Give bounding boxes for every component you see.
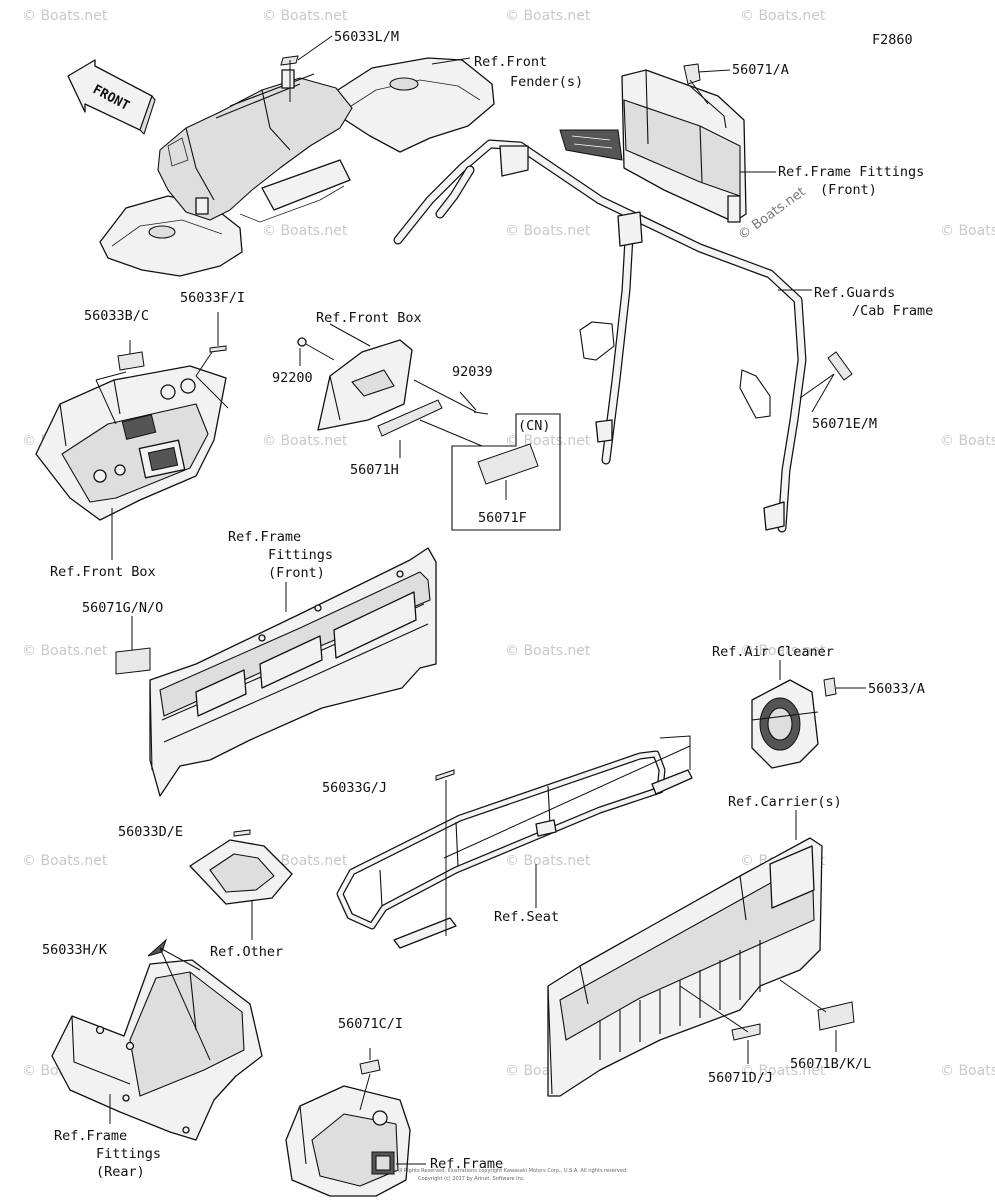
watermark: © Boats.net [262, 8, 348, 24]
frame-fittings-rear [51, 938, 263, 1141]
air-cleaner [751, 677, 837, 769]
callout-56033GJ: 56033G/J [322, 780, 387, 796]
seat-frame [336, 735, 693, 949]
callout-ref-front-box-left: Ref.Front Box [50, 564, 156, 580]
callout-ref-other: Ref.Other [210, 944, 283, 960]
callout-ref-frame-fittings-front-line2: (Front) [820, 182, 877, 198]
watermark: © Boats.net [505, 433, 591, 449]
callout-56071DJ: 56071D/J [708, 1070, 773, 1086]
callout-56033DE: 56033D/E [118, 824, 183, 840]
callout-ref-guards-line1: Ref.Guards [814, 285, 895, 301]
watermark: © Boats.net [940, 433, 995, 449]
cn-variant-box: (CN) 56071F [451, 413, 561, 531]
front-direction-arrow: FRONT [67, 59, 156, 135]
callout-ref-guards-line2: /Cab Frame [852, 303, 933, 319]
callout-56033BC: 56033B/C [84, 308, 149, 324]
callout-56071H: 56071H [350, 462, 399, 478]
watermark: © Boats.net [505, 853, 591, 869]
callout-56071GNO: 56071G/N/O [82, 600, 163, 616]
cab-frame [393, 139, 807, 533]
copyright-line-1: All Rights Reserved. Illustrations copyr… [396, 1168, 628, 1174]
callout-56033A: 56033/A [868, 681, 925, 697]
other-tray [189, 829, 293, 905]
watermark: © Boats.net [22, 8, 108, 24]
callout-ref-front-box-top: Ref.Front Box [316, 310, 422, 326]
watermark: © Boats.net [740, 8, 826, 24]
front-box-lid [297, 337, 443, 437]
front-fender-assembly [99, 55, 495, 277]
watermark: © Boats.net [940, 223, 995, 239]
watermark: © Boats.net [262, 433, 348, 449]
callout-56071EM: 56071E/M [812, 416, 877, 432]
callout-ref-front-fender-line2: Fender(s) [510, 74, 583, 90]
dash-panel [35, 345, 227, 521]
callout-ref-frame-bottom: Ref.Frame [430, 1156, 503, 1172]
rear-frame [285, 1059, 411, 1197]
callout-56071BKL: 56071B/K/L [790, 1056, 871, 1072]
figure-code: F2860 [872, 32, 913, 48]
callout-56033FI: 56033F/I [180, 290, 245, 306]
callout-56071CI: 56071C/I [338, 1016, 403, 1032]
watermark: © Boats.net [940, 1063, 995, 1079]
callout-ref-carriers: Ref.Carrier(s) [728, 794, 842, 810]
callout-ref-air-cleaner: Ref.Air Cleaner [712, 644, 834, 660]
callout-92039: 92039 [452, 364, 493, 380]
callout-ref-frame-fittings-mid-line3: (Front) [268, 565, 325, 581]
watermark: © Boats.net [505, 643, 591, 659]
watermark: © Boats.net [22, 853, 108, 869]
carrier-bed [547, 837, 855, 1097]
callout-ref-front-fender-line1: Ref.Front [474, 54, 547, 70]
watermark: © Boats.net [262, 223, 348, 239]
callout-92200: 92200 [272, 370, 313, 386]
watermark: © Boats.net [505, 8, 591, 24]
firewall-panel [115, 547, 437, 797]
watermark: © Boats.net [740, 643, 826, 659]
watermark: © Boats.net [505, 223, 591, 239]
callout-ref-frame-fittings-mid-line2: Fittings [268, 547, 333, 563]
watermark: © Boats.net [740, 1063, 826, 1079]
callout-ref-seat: Ref.Seat [494, 909, 559, 925]
callout-56033LM: 56033L/M [334, 29, 399, 45]
watermark: © Boats.net [22, 643, 108, 659]
callout-ref-frame-fittings-rear-line1: Ref.Frame [54, 1128, 127, 1144]
callout-ref-frame-fittings-rear-line3: (Rear) [96, 1164, 145, 1180]
frame-fittings-front-top [559, 63, 747, 223]
callout-56033HK: 56033H/K [42, 942, 108, 958]
callout-ref-frame-fittings-front-line1: Ref.Frame Fittings [778, 164, 924, 180]
callout-ref-frame-fittings-rear-line2: Fittings [96, 1146, 161, 1162]
callout-ref-frame-fittings-mid-line1: Ref.Frame [228, 529, 301, 545]
callout-cn: (CN) [518, 418, 551, 434]
callout-56071A: 56071/A [732, 62, 789, 78]
copyright-line-2: Copyright (c) 2017 by Arinet. Software I… [418, 1176, 526, 1182]
callout-56071F: 56071F [478, 510, 527, 526]
